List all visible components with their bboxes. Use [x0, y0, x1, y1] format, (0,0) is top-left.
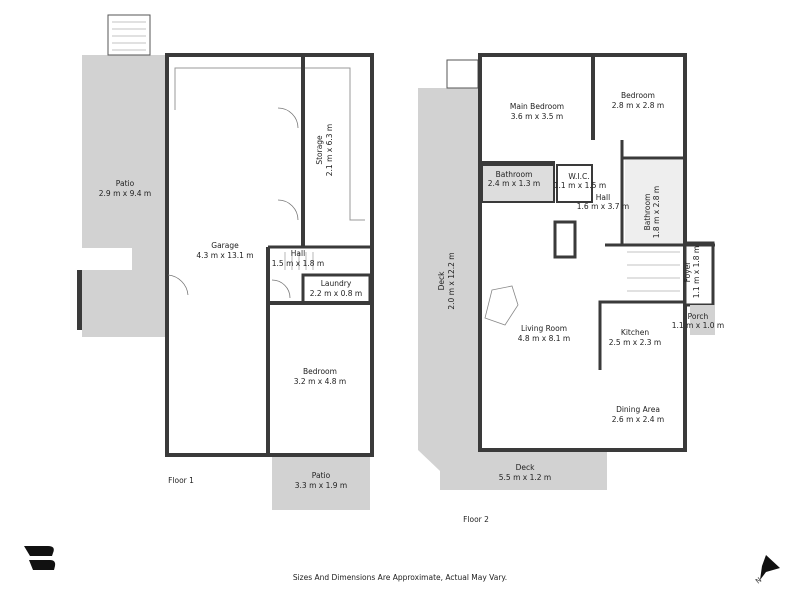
- room-name: Deck: [437, 271, 446, 291]
- room-dims: 3.3 m x 1.9 m: [295, 481, 347, 490]
- room-name: Hall: [596, 193, 610, 202]
- patio-left-area: [82, 55, 167, 337]
- room-dims: 1.8 m x 2.8 m: [652, 186, 661, 238]
- floor-2-plan: [418, 53, 715, 490]
- room-name: Patio: [312, 471, 331, 480]
- room-name: W.I.C.: [568, 172, 589, 181]
- room-name: Dining Area: [616, 405, 660, 414]
- room-dims: 2.2 m x 0.8 m: [310, 289, 362, 298]
- room-dims: 2.8 m x 2.8 m: [612, 101, 664, 110]
- room-name: Deck: [516, 463, 536, 472]
- room-dims: 1.6 m x 3.7 m: [577, 202, 629, 211]
- room-dims: 1.5 m x 1.8 m: [272, 259, 324, 268]
- room-dims: 3.6 m x 3.5 m: [511, 112, 563, 121]
- room-name: Garage: [211, 241, 239, 250]
- room-dims: 2.6 m x 2.4 m: [612, 415, 664, 424]
- compass-letter: N: [754, 576, 763, 586]
- room-dims: 1.1 m x 1.5 m: [554, 181, 606, 190]
- main-floor-outline: [478, 53, 687, 452]
- room-labels: Patio 2.9 m x 9.4 m Garage 4.3 m x 13.1 …: [99, 91, 724, 524]
- room-dims: 4.8 m x 8.1 m: [518, 334, 570, 343]
- room-dims: 1.1 m x 1.0 m: [672, 321, 724, 330]
- room-dims: 2.1 m x 6.3 m: [325, 124, 334, 176]
- room-name: Living Room: [521, 324, 567, 333]
- patio-stairs: [107, 14, 151, 56]
- room-name: Laundry: [321, 279, 352, 288]
- patio-bottom-area: [272, 455, 370, 510]
- north-arrow-icon: N: [754, 555, 780, 586]
- floor-1-plan: [77, 14, 374, 510]
- room-name: Bathroom: [496, 170, 533, 179]
- room-dims: 2.5 m x 2.3 m: [609, 338, 661, 347]
- brand-logo-icon: [24, 546, 56, 570]
- room-name: Main Bedroom: [510, 102, 564, 111]
- room-name: Bedroom: [621, 91, 655, 100]
- room-name: Patio: [116, 179, 135, 188]
- room-name: Kitchen: [621, 328, 649, 337]
- room-name: Storage: [315, 135, 324, 165]
- deck-bottom-area: [440, 450, 607, 490]
- room-dims: 5.5 m x 1.2 m: [499, 473, 551, 482]
- floor-1-label: Floor 1: [168, 476, 194, 485]
- room-dims: 2.0 m x 12.2 m: [447, 252, 456, 309]
- room-dims: 2.9 m x 9.4 m: [99, 189, 151, 198]
- floor-2-label: Floor 2: [463, 515, 489, 524]
- room-dims: 1.1 m x 1.8 m: [692, 246, 701, 298]
- room-name: Bedroom: [303, 367, 337, 376]
- room-name: Porch: [688, 312, 709, 321]
- room-name: Bathroom: [643, 194, 652, 231]
- room-dims: 2.4 m x 1.3 m: [488, 179, 540, 188]
- porch-area: [690, 305, 715, 335]
- room-dims: 3.2 m x 4.8 m: [294, 377, 346, 386]
- deck-left-area: [418, 88, 480, 490]
- disclaimer-text: Sizes And Dimensions Are Approximate, Ac…: [293, 573, 507, 582]
- deck-stairs: [446, 59, 479, 89]
- room-name: Hall: [291, 249, 305, 258]
- room-dims: 4.3 m x 13.1 m: [196, 251, 253, 260]
- room-name: Foyer: [683, 261, 692, 283]
